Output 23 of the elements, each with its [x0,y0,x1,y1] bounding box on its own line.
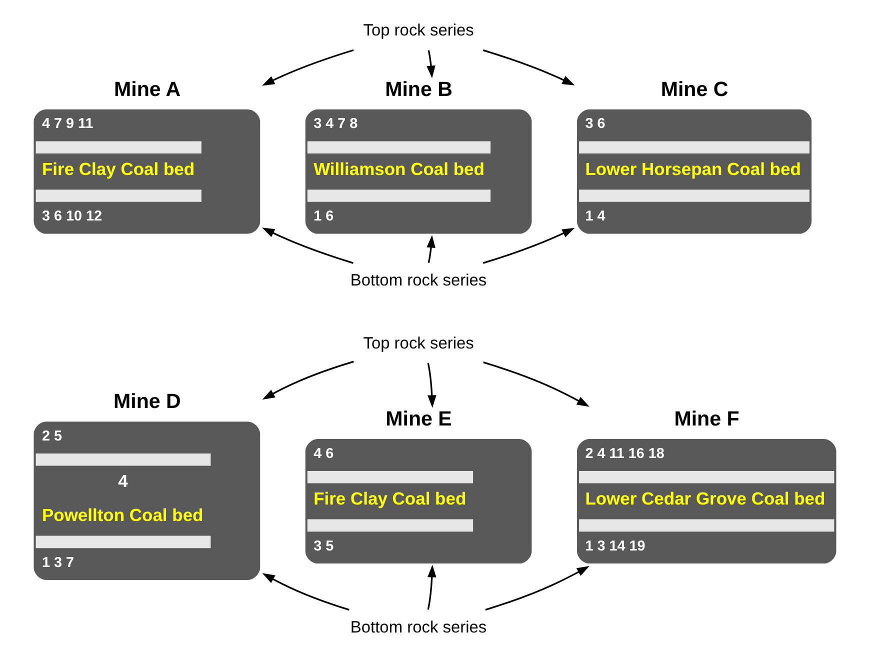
node-text: Top rock series [363,334,474,352]
arrow [485,565,590,610]
node-box: 3 6 Lower Horsepan Coal bed 1 4 [576,108,812,234]
arrow [262,360,354,400]
node-label: Mine B [385,77,453,100]
arrow [262,572,350,610]
arrow [427,362,436,408]
arrow [483,361,590,406]
node-text: Bottom rock series [350,618,487,636]
arrow [262,227,354,264]
arrow [426,234,436,262]
arrow [262,48,354,86]
arrow [482,48,575,85]
node-label: Mine F [674,407,740,430]
arrow [482,227,575,264]
node-label: Mine A [114,77,181,100]
node-label: Mine D [113,390,181,413]
node-label: Mine C [660,77,728,100]
node-text: Bottom rock series [350,271,487,290]
arrow [427,564,436,610]
node-label: Mine E [386,407,452,430]
arrow [426,50,436,78]
node-text: Top rock series [363,21,474,40]
